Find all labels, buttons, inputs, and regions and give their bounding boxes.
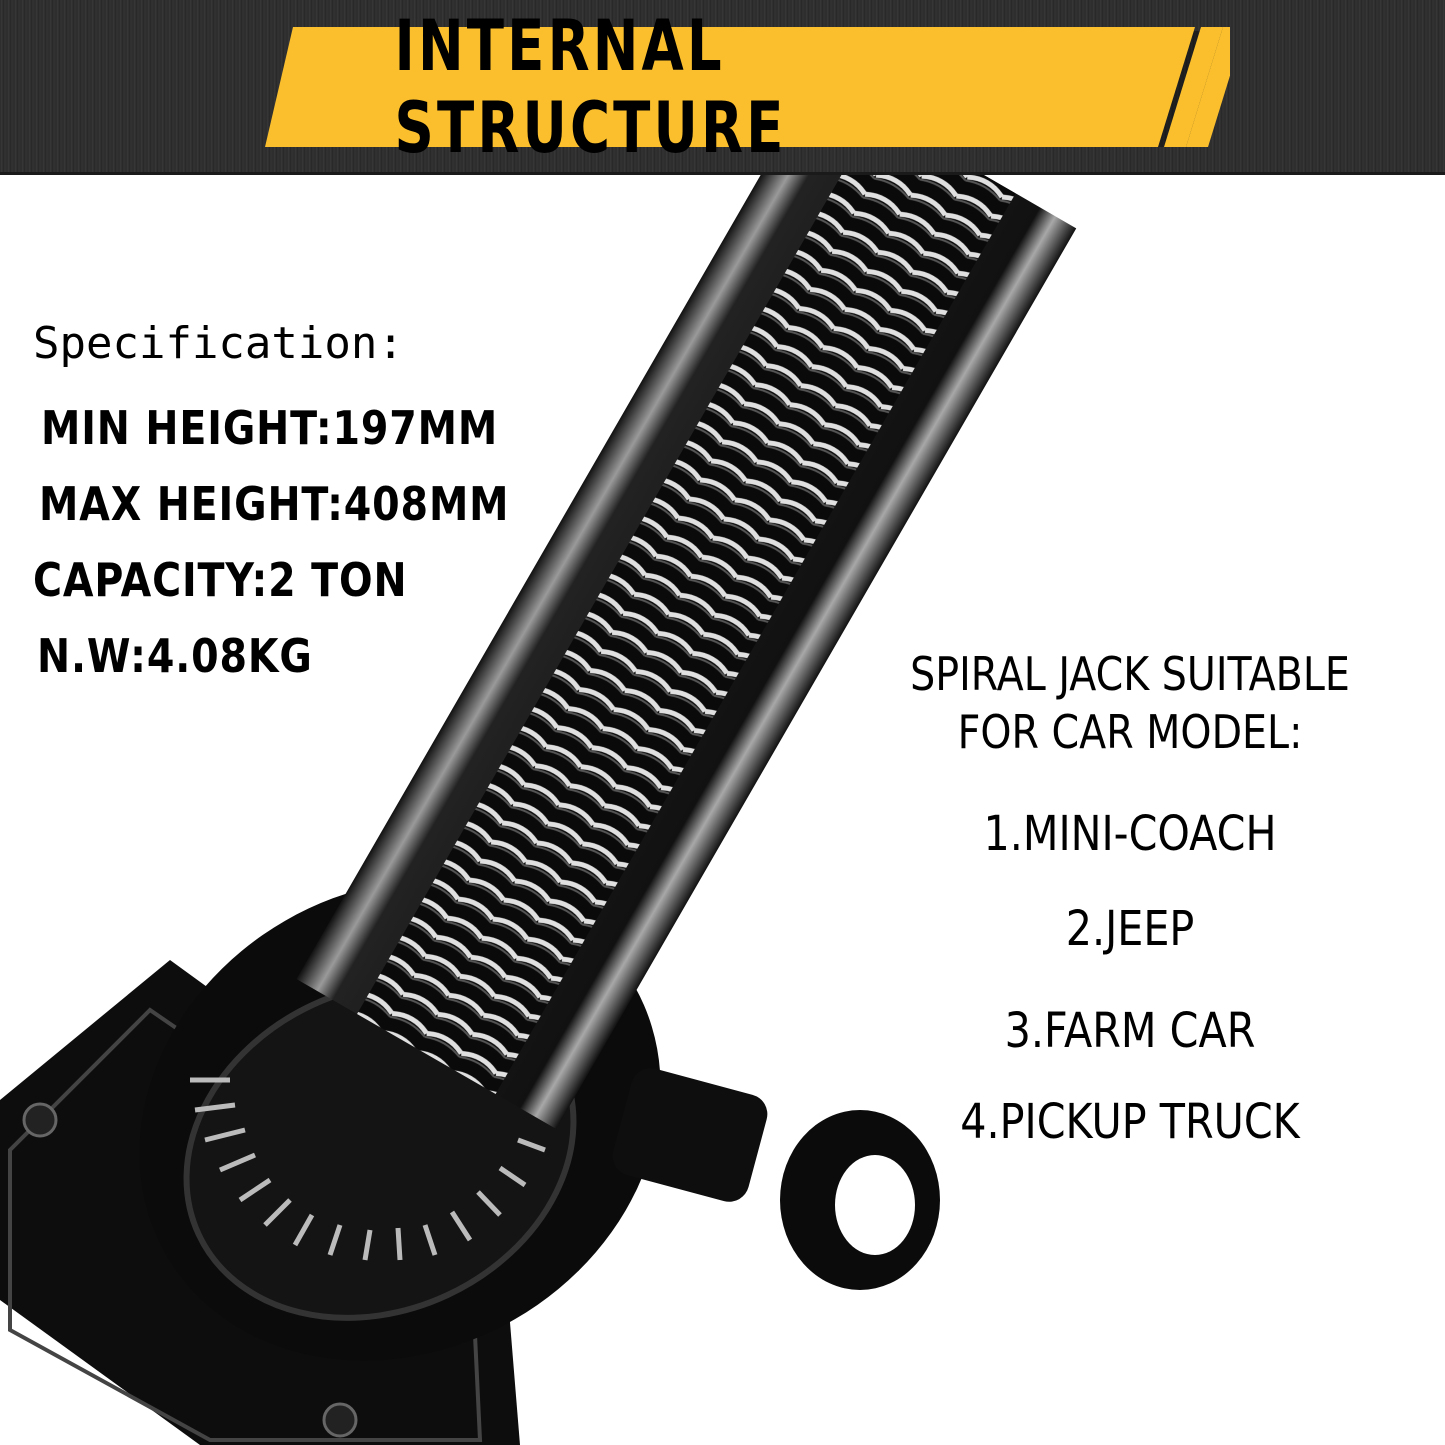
banner-shape-icon: [265, 27, 1230, 147]
car-models-title-line1: SPIRAL JACK SUITABLE: [910, 647, 1350, 701]
car-model-item: 4.PICKUP TRUCK: [960, 1094, 1300, 1150]
spiral-jack-cutaway-icon: [0, 175, 1077, 1445]
spec-capacity: CAPACITY:2 TON: [33, 553, 408, 607]
car-model-item: 1.MINI-COACH: [983, 806, 1277, 862]
specification-title: Specification:: [33, 318, 404, 369]
specification-block: Specification: MIN HEIGHT:197MM MAX HEIG…: [33, 318, 586, 694]
car-models-title-line2: FOR CAR MODEL:: [957, 705, 1303, 759]
page-title: INTERNAL STRUCTURE: [394, 5, 787, 169]
spec-min-height: MIN HEIGHT:197MM: [41, 401, 499, 455]
header-bar: INTERNAL STRUCTURE: [0, 0, 1445, 175]
car-model-item: 2.JEEP: [1065, 901, 1195, 957]
spec-max-height: MAX HEIGHT:408MM: [39, 477, 510, 531]
car-models-block: SPIRAL JACK SUITABLE FOR CAR MODEL: 1.MI…: [830, 645, 1430, 1146]
title-banner: INTERNAL STRUCTURE: [265, 5, 1230, 169]
car-model-item: 3.FARM CAR: [1004, 1003, 1256, 1059]
spec-net-weight: N.W:4.08KG: [37, 629, 313, 683]
